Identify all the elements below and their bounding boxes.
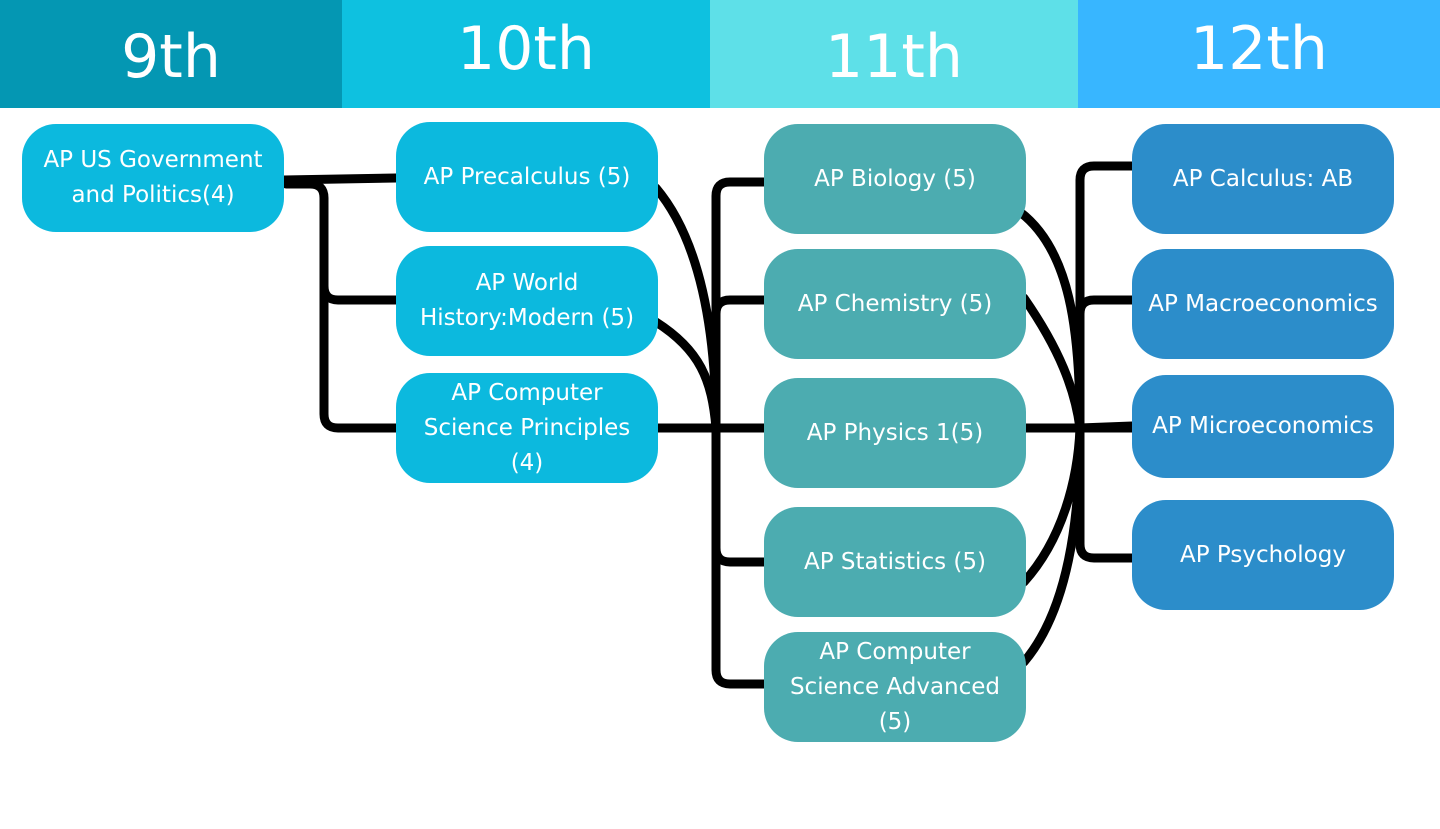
course-ap-biology: AP Biology (5)	[764, 124, 1026, 234]
course-label: AP Microeconomics	[1152, 413, 1374, 439]
course-ap-computer-science-principles: AP Computer Science Principles (4)	[396, 373, 658, 483]
course-ap-chemistry: AP Chemistry (5)	[764, 249, 1026, 359]
course-label: AP Physics 1(5)	[806, 419, 984, 446]
header-12th-label: 12th	[1190, 14, 1328, 84]
connector-11-trunk	[711, 177, 769, 689]
course-label: AP Psychology	[1180, 541, 1346, 568]
header-11th-label: 11th	[825, 22, 963, 92]
header-11th: 11th	[710, 0, 1078, 108]
course-ap-us-government: AP US Government and Politics(4)	[22, 124, 284, 232]
course-label: AP Statistics (5)	[804, 548, 986, 575]
connector-12-trunk	[1075, 161, 1137, 563]
course-ap-precalculus: AP Precalculus (5)	[396, 122, 658, 232]
course-label: AP Calculus: AB	[1172, 165, 1354, 192]
header-12th: 12th	[1078, 0, 1440, 108]
course-label: AP Chemistry (5)	[797, 290, 993, 317]
connector-12-to-macroeconomics	[1075, 295, 1137, 319]
course-label: AP Computer Science Advanced (5)	[789, 638, 1001, 735]
course-label: AP Precalculus (5)	[423, 163, 631, 190]
course-ap-world-history: AP World History:Modern (5)	[396, 246, 658, 356]
header-9th-label: 9th	[121, 22, 221, 92]
header-10th-label: 10th	[457, 14, 595, 84]
connector-11-to-chemistry	[711, 295, 769, 319]
course-ap-statistics: AP Statistics (5)	[764, 507, 1026, 617]
course-ap-macroeconomics: AP Macroeconomics	[1132, 249, 1394, 359]
course-label: AP Computer Science Principles (4)	[423, 379, 631, 476]
course-label: AP US Government and Politics(4)	[43, 147, 263, 208]
course-label: AP World History:Modern (5)	[419, 270, 635, 331]
header-9th: 9th	[0, 0, 342, 108]
connector-9-to-world-history	[319, 281, 401, 305]
header-10th: 10th	[342, 0, 710, 108]
course-ap-microeconomics: AP Microeconomics	[1132, 375, 1394, 478]
connector-11-to-statistics	[711, 543, 769, 567]
connector-9-trunk	[281, 179, 401, 433]
connector-12-to-microeconomics	[1075, 421, 1137, 433]
course-ap-calculus-ab: AP Calculus: AB	[1132, 124, 1394, 234]
course-label: AP Biology (5)	[814, 165, 976, 192]
course-ap-psychology: AP Psychology	[1132, 500, 1394, 610]
course-ap-computer-science-advanced: AP Computer Science Advanced (5)	[764, 632, 1026, 742]
course-label: AP Macroeconomics	[1148, 290, 1378, 317]
course-ap-physics-1: AP Physics 1(5)	[764, 378, 1026, 488]
